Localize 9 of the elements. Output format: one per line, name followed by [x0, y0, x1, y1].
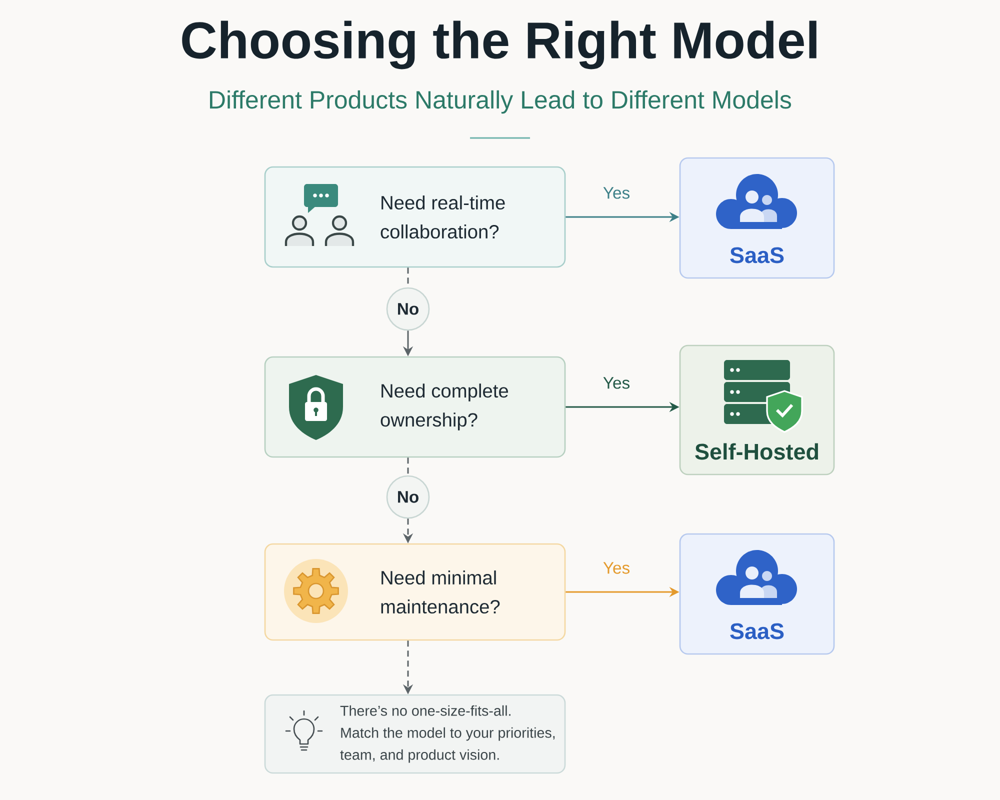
edge-label: Yes: [601, 376, 632, 390]
edge-label: Yes: [601, 560, 632, 576]
decision-box: Need complete ownership?: [264, 356, 566, 458]
title: Choosing the Right Model: [182, 20, 816, 70]
subtitle: Different Products Naturally Lead to Different Models: [210, 90, 792, 114]
decision-box: Need real-time collaboration?: [264, 166, 566, 268]
tip-box: There’s no one-size-fits-all. Match the model to your priorities, team, and product vision.: [264, 694, 566, 774]
edge-label: Yes: [601, 186, 632, 200]
connector-line: [407, 458, 409, 476]
